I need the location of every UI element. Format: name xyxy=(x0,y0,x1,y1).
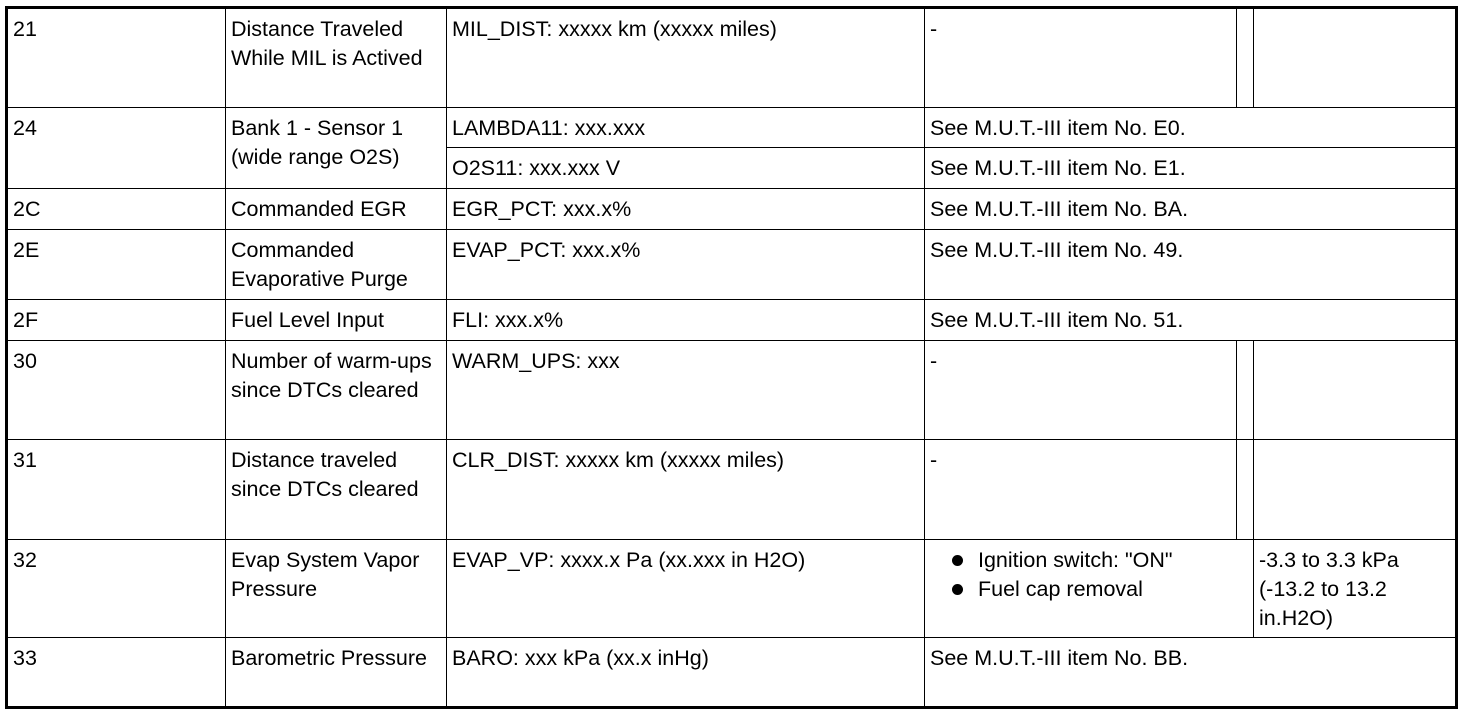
condition-cell: - xyxy=(924,7,1237,108)
condition-cell: Ignition switch: "ON" Fuel cap removal xyxy=(924,539,1254,638)
condition-cell: See M.U.T.-III item No. E0. xyxy=(924,107,1457,148)
item-name-cell: Fuel Level Input xyxy=(225,299,447,341)
mut-item-cell: EVAP_VP: xxxx.x Pa (xx.xxx in H2O) xyxy=(446,539,925,638)
table-row: 21 Distance Traveled While MIL is Active… xyxy=(6,7,1457,108)
item-name-cell: Evap System Vapor Pressure xyxy=(225,539,447,638)
condition-list-item: Ignition switch: "ON" xyxy=(944,546,1248,575)
mut-item-cell: MIL_DIST: xxxxx km (xxxxx miles) xyxy=(446,7,925,108)
item-name-cell: Barometric Pressure xyxy=(225,637,447,708)
spacer-cell xyxy=(1236,340,1254,440)
pid-data-table: 21 Distance Traveled While MIL is Active… xyxy=(5,6,1458,709)
table-row: 30 Number of warm-ups since DTCs cleared… xyxy=(6,340,1457,440)
table-row: 33 Barometric Pressure BARO: xxx kPa (xx… xyxy=(6,637,1457,708)
pid-cell: 31 xyxy=(6,439,226,540)
pid-cell: 21 xyxy=(6,7,226,108)
mut-item-cell: BARO: xxx kPa (xx.x inHg) xyxy=(446,637,925,708)
bullet-icon xyxy=(952,584,963,595)
condition-cell: See M.U.T.-III item No. 51. xyxy=(924,299,1457,341)
condition-cell: See M.U.T.-III item No. BB. xyxy=(924,637,1457,708)
condition-cell: - xyxy=(924,340,1237,440)
mut-item-cell: LAMBDA11: xxx.xxx xyxy=(446,107,925,148)
pid-cell: 33 xyxy=(6,637,226,708)
condition-text: Ignition switch: "ON" xyxy=(978,548,1173,572)
mut-item-cell: O2S11: xxx.xxx V xyxy=(446,147,925,189)
pid-cell: 30 xyxy=(6,340,226,440)
pid-cell: 2C xyxy=(6,188,226,230)
table-row: 31 Distance traveled since DTCs cleared … xyxy=(6,439,1457,540)
item-name-cell: Distance Traveled While MIL is Actived xyxy=(225,7,447,108)
pid-cell: 2F xyxy=(6,299,226,341)
spacer-cell xyxy=(1236,7,1254,108)
mut-item-cell: EGR_PCT: xxx.x% xyxy=(446,188,925,230)
condition-cell: See M.U.T.-III item No. E1. xyxy=(924,147,1457,189)
item-name-cell: Commanded EGR xyxy=(225,188,447,230)
standard-cell xyxy=(1253,439,1457,540)
standard-cell: -3.3 to 3.3 kPa (-13.2 to 13.2 in.H2O) xyxy=(1253,539,1457,638)
pid-cell: 32 xyxy=(6,539,226,638)
table-row: 32 Evap System Vapor Pressure EVAP_VP: x… xyxy=(6,539,1457,638)
condition-cell: - xyxy=(924,439,1237,540)
bullet-icon xyxy=(952,555,963,566)
pid-cell: 24 xyxy=(6,107,226,189)
condition-text: Fuel cap removal xyxy=(978,577,1143,601)
mut-item-cell: EVAP_PCT: xxx.x% xyxy=(446,229,925,300)
pid-cell: 2E xyxy=(6,229,226,300)
spacer-cell xyxy=(1236,439,1254,540)
mut-item-cell: FLI: xxx.x% xyxy=(446,299,925,341)
condition-list-item: Fuel cap removal xyxy=(944,575,1248,604)
table-row: O2S11: xxx.xxx V See M.U.T.-III item No.… xyxy=(7,147,1457,189)
mut-item-cell: WARM_UPS: xxx xyxy=(446,340,925,440)
item-name-cell: Distance traveled since DTCs cleared xyxy=(225,439,447,540)
table-row: 2C Commanded EGR EGR_PCT: xxx.x% See M.U… xyxy=(6,188,1457,230)
item-name-cell: Commanded Evaporative Purge xyxy=(225,229,447,300)
standard-cell xyxy=(1253,7,1457,108)
table-row: 2F Fuel Level Input FLI: xxx.x% See M.U.… xyxy=(6,299,1457,341)
table-row: 2E Commanded Evaporative Purge EVAP_PCT:… xyxy=(6,229,1457,300)
mut-item-cell: CLR_DIST: xxxxx km (xxxxx miles) xyxy=(446,439,925,540)
condition-list: Ignition switch: "ON" Fuel cap removal xyxy=(930,546,1248,604)
table-row: 24 Bank 1 - Sensor 1 (wide range O2S) LA… xyxy=(6,107,1457,189)
item-name-cell: Bank 1 - Sensor 1 (wide range O2S) xyxy=(225,107,447,189)
condition-cell: See M.U.T.-III item No. BA. xyxy=(924,188,1457,230)
standard-cell xyxy=(1253,340,1457,440)
condition-cell: See M.U.T.-III item No. 49. xyxy=(924,229,1457,300)
item-name-cell: Number of warm-ups since DTCs cleared xyxy=(225,340,447,440)
